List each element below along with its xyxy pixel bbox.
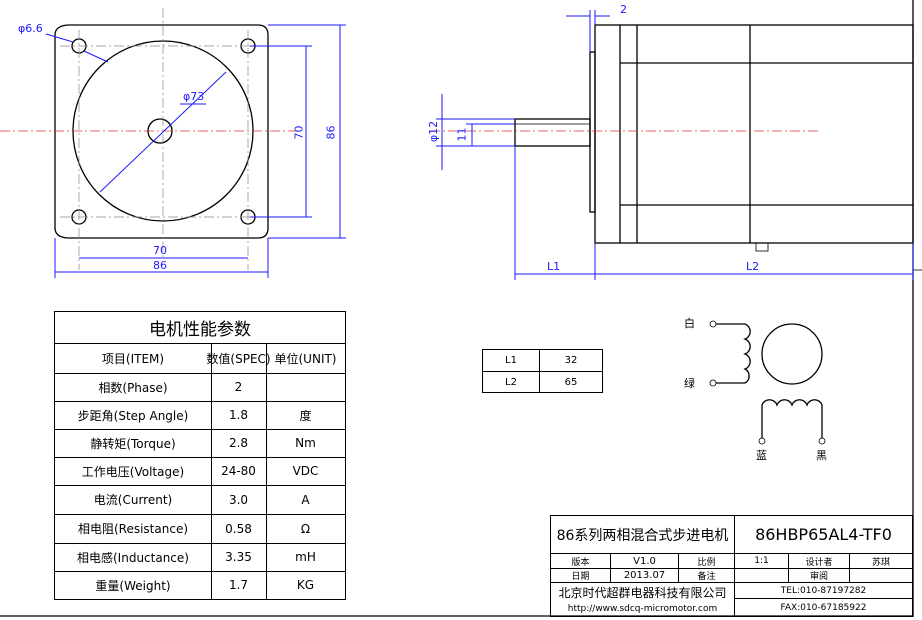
wiring-diagram <box>709 320 826 445</box>
spec-header-cell: 项目(ITEM) <box>101 352 165 366</box>
wire-green-label: 绿 <box>684 377 695 390</box>
spec-unit-cell: Ω <box>300 521 311 536</box>
product-name: 86系列两相混合式步进电机 <box>556 527 729 544</box>
bolt-circle-label: φ73 <box>183 90 205 103</box>
review-label: 审阅 <box>809 572 828 582</box>
date-label: 日期 <box>571 572 590 582</box>
wire-blue-label: 蓝 <box>756 449 767 462</box>
company-name: 北京时代超群电器科技有限公司 <box>558 585 727 600</box>
designer-value: 苏琪 <box>871 557 890 568</box>
spec-item-cell: 电流(Current) <box>93 493 173 507</box>
l1-label: L1 <box>505 355 517 366</box>
wire-black-label: 黑 <box>816 449 827 462</box>
body-length-label: L2 <box>746 260 760 273</box>
flange-thickness-label: 2 <box>620 3 627 16</box>
spec-spec-cell: 0.58 <box>225 521 252 536</box>
spec-item-cell: 步距角(Step Angle) <box>77 408 189 423</box>
spec-item-cell: 静转矩(Torque) <box>90 436 176 451</box>
spec-item-cell: 相电感(Inductance) <box>77 550 189 565</box>
spec-unit-cell: mH <box>295 550 316 564</box>
hole-spacing-h-label: 70 <box>153 244 167 257</box>
spec-unit-cell: Nm <box>295 436 316 450</box>
note-label: 备注 <box>697 572 716 582</box>
designer-label: 设计者 <box>805 557 833 568</box>
l1-value: 32 <box>564 355 578 366</box>
spec-spec-cell: 24-80 <box>221 464 256 478</box>
hole-dia-label: φ6.6 <box>18 22 43 35</box>
shaft-dia-label: φ12 <box>427 120 441 143</box>
body-size-h-label: 86 <box>153 259 167 272</box>
spec-item-cell: 工作电压(Voltage) <box>81 464 185 479</box>
shaft-length-label: L1 <box>547 260 561 273</box>
spec-unit-cell: VDC <box>292 464 319 478</box>
spec-table-title: 电机性能参数 <box>55 312 345 344</box>
spec-item-cell: 相数(Phase) <box>98 380 168 395</box>
spec-spec-cell: 2.8 <box>228 436 249 450</box>
body-size-v-label: 86 <box>324 125 338 140</box>
spec-spec-cell: 2 <box>234 380 243 394</box>
spec-header-cell: 数值(SPEC) <box>206 352 271 366</box>
model-number: 86HBP65AL4-TF0 <box>755 525 892 544</box>
spec-table: 电机性能参数 项目(ITEM) 数值(SPEC)单位(UNIT) 相数(Phase)… <box>54 311 346 600</box>
side-view <box>430 10 914 280</box>
shaft-flat-label: 11 <box>455 127 469 142</box>
spec-unit-cell <box>266 373 345 401</box>
spec-unit-cell: KG <box>296 578 315 592</box>
spec-unit-cell: 度 <box>299 408 312 423</box>
scale-value: 1:1 <box>754 556 769 566</box>
wire-white-label: 白 <box>684 317 695 330</box>
spec-spec-cell: 3.35 <box>225 550 252 564</box>
spec-item-cell: 相电阻(Resistance) <box>77 522 189 536</box>
front-view <box>0 8 346 278</box>
version-label: 版本 <box>571 557 590 568</box>
spec-spec-cell: 1.8 <box>228 408 249 422</box>
version-value: V1.0 <box>633 555 656 567</box>
spec-unit-cell: A <box>301 492 310 507</box>
spec-header-cell: 单位(UNIT) <box>274 352 337 366</box>
spec-spec-cell: 3.0 <box>228 492 249 507</box>
company-fax: FAX:010-67185922 <box>780 602 867 613</box>
spec-spec-cell: 1.7 <box>228 578 249 592</box>
l2-label: L2 <box>505 376 517 388</box>
hole-spacing-v-label: 70 <box>292 125 306 140</box>
title-block: 86系列两相混合式步进电机 86HBP65AL4-TF0 版本 V1.0 比例 … <box>550 515 913 617</box>
scale-label: 比例 <box>697 557 716 568</box>
company-website: http://www.sdcq-micromotor.com <box>567 603 718 614</box>
company-tel: TEL:010-87197282 <box>780 585 867 596</box>
date-value: 2013.07 <box>623 570 666 581</box>
spec-item-cell: 重量(Weight) <box>95 578 171 593</box>
l2-value: 65 <box>564 376 578 388</box>
length-table: L1 32 L2 65 <box>482 349 603 393</box>
